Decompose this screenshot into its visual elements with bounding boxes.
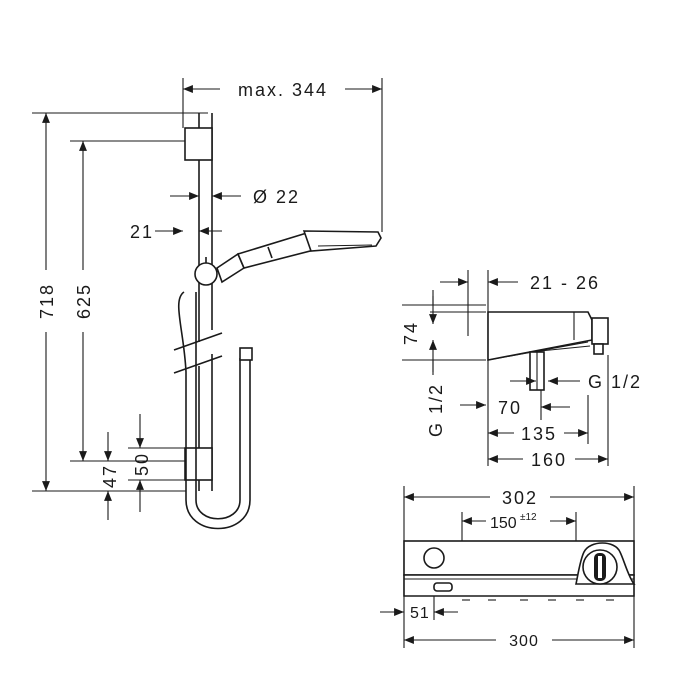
dim-302-label: 302	[502, 488, 538, 508]
dim-300: 300	[404, 630, 634, 650]
dim-135-label: 135	[521, 424, 557, 444]
dim-51: 51	[380, 605, 458, 622]
thermostat-body-front	[403, 540, 636, 601]
hand-shower	[216, 230, 382, 284]
dim-depth-range-label: 21 - 26	[530, 273, 600, 293]
dim-thermostat-height-label: 74	[401, 321, 421, 345]
dim-total-height: 718	[33, 113, 59, 491]
dim-70: 70	[498, 398, 570, 418]
dim-160-label: 160	[531, 450, 567, 470]
dim-150-tolerance: ±12	[520, 512, 537, 523]
dim-rail-height-label: 625	[74, 283, 94, 319]
dim-300-label: 300	[509, 633, 539, 650]
dim-max-reach-label: max. 344	[238, 80, 328, 100]
thermostat-body-side	[487, 311, 609, 391]
diverter-button	[423, 547, 445, 569]
bottom-wall-bracket	[184, 447, 213, 481]
dim-total-height-label: 718	[37, 283, 57, 319]
dim-inlet-left: G 1/2	[426, 383, 486, 437]
shower-hose	[177, 291, 251, 530]
hose-connector	[239, 347, 253, 361]
temperature-knob	[575, 542, 636, 585]
slider-knob	[194, 262, 218, 286]
dim-max-reach: max. 344	[183, 80, 382, 100]
dim-bottom-offset: 47	[100, 432, 120, 520]
dim-bracket-height: 50	[128, 414, 186, 512]
slide-rail	[173, 113, 223, 491]
dim-160: 160	[488, 448, 608, 470]
dim-thermostat-height: 74	[401, 290, 437, 375]
dim-302: 302	[404, 486, 634, 508]
dim-depth-range: 21 - 26	[440, 273, 600, 293]
dim-150: 150 ±12	[462, 510, 576, 532]
dim-rail-offset-label: 21	[130, 222, 154, 242]
dim-51-label: 51	[410, 605, 430, 622]
dim-rail-offset: 21	[130, 222, 222, 242]
dim-inlet-left-label: G 1/2	[426, 383, 446, 437]
dim-150-label: 150	[490, 515, 517, 532]
dim-inlet-right: G 1/2	[510, 372, 642, 392]
top-wall-bracket	[184, 127, 213, 161]
thermostat-side-view: 21 - 26 74 G 1/2 G 1/2 70	[401, 270, 642, 470]
dim-rail-diameter: Ø 22	[170, 187, 300, 207]
dim-135: 135	[488, 422, 588, 444]
dim-rail-diameter-label: Ø 22	[253, 187, 300, 207]
dim-bracket-height-label: 50	[132, 452, 152, 476]
shower-rail-set: max. 344 Ø 22 21 718 625	[32, 78, 383, 530]
thermostat-front-view: 302 150 ±12 51 300	[380, 486, 636, 650]
dim-bottom-offset-label: 47	[100, 464, 120, 488]
dim-inlet-right-label: G 1/2	[588, 372, 642, 392]
dim-rail-height: 625	[70, 141, 96, 461]
dim-70-label: 70	[498, 398, 522, 418]
